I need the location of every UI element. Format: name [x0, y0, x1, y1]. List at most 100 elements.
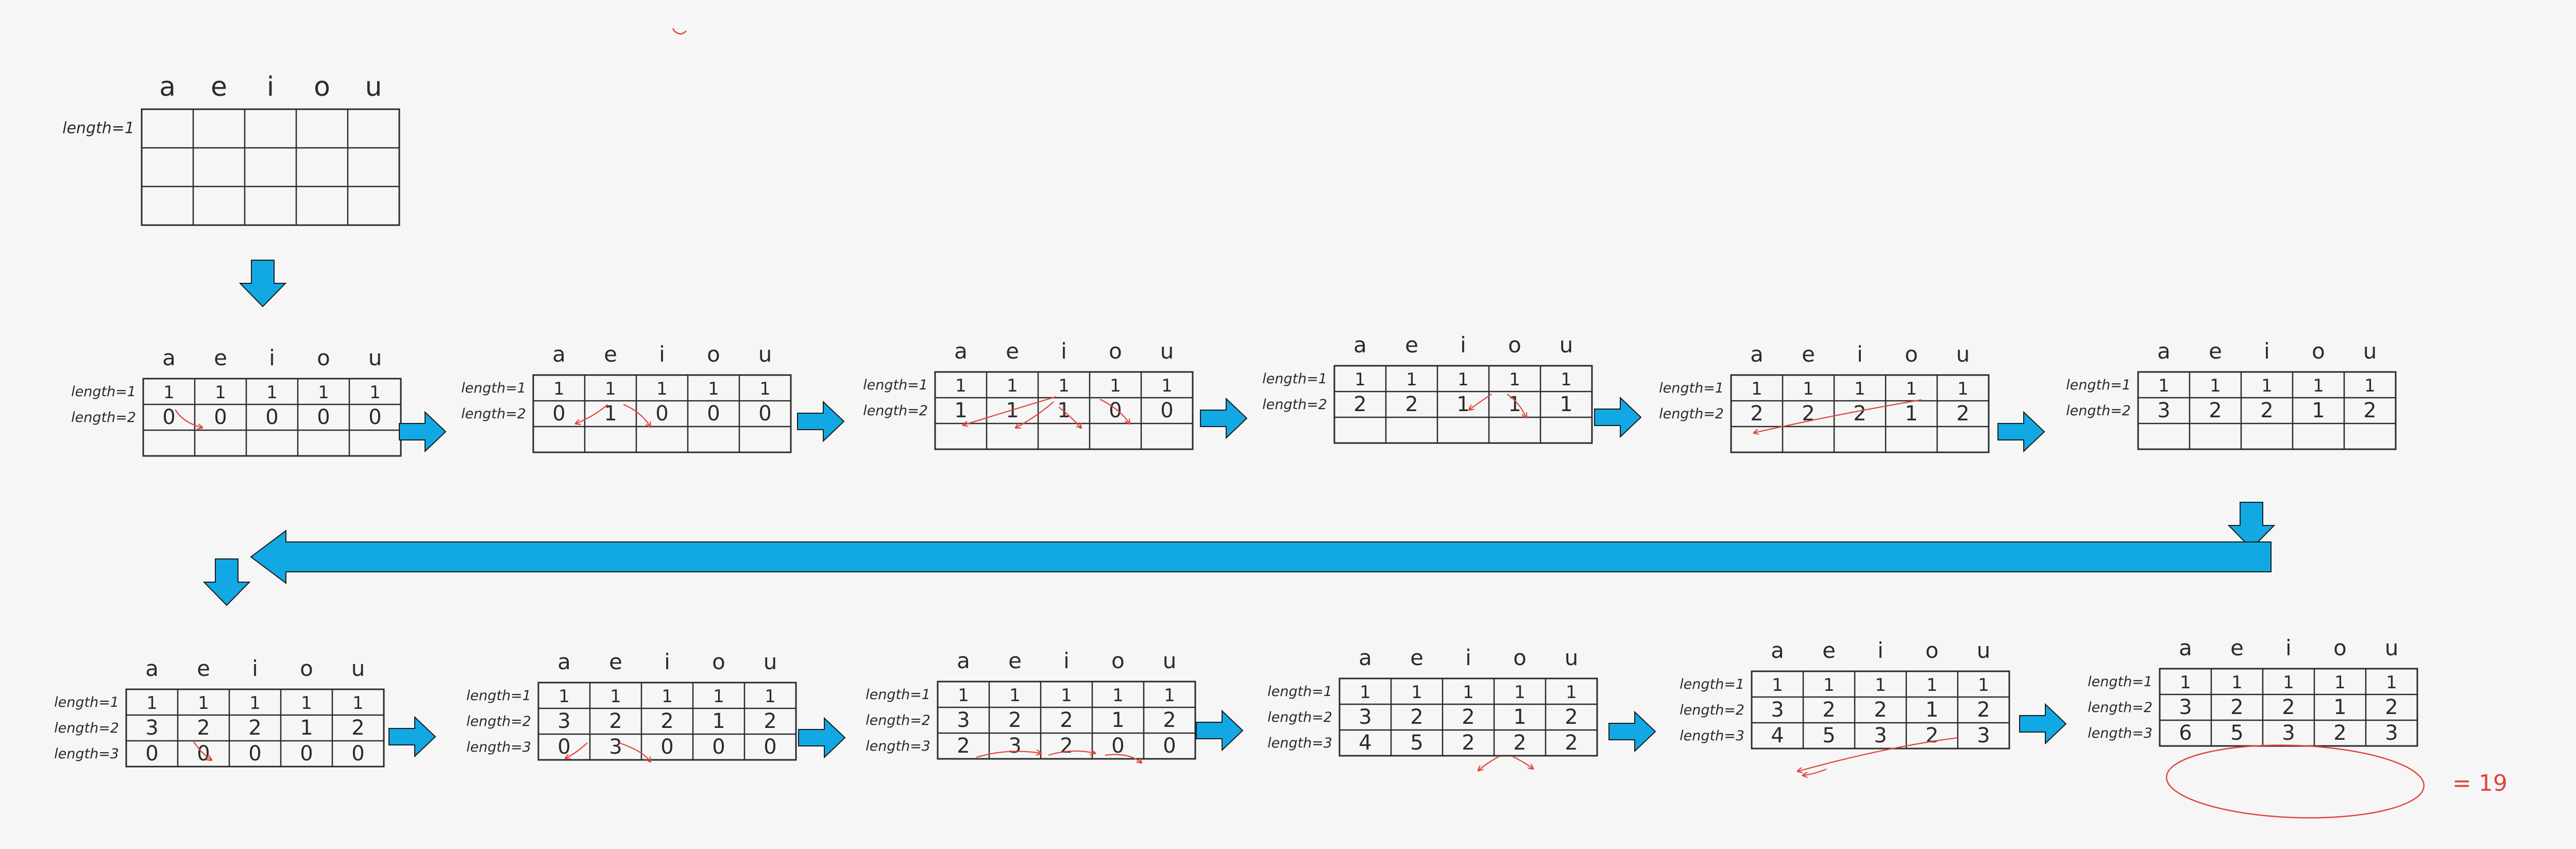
- column-header: i: [269, 345, 275, 370]
- cell-value: 2: [2333, 721, 2346, 745]
- red-dependency-arrow: [623, 403, 650, 427]
- cell-value: 3: [2157, 399, 2170, 422]
- flow-arrow-down: [239, 260, 287, 308]
- cell-value: 1: [318, 382, 329, 403]
- row-label: length=2: [863, 403, 928, 419]
- row-label: length=1: [461, 380, 526, 396]
- column-header: a: [557, 649, 571, 674]
- column-header: u: [1956, 342, 1970, 367]
- row-label: length=2: [1680, 702, 1744, 718]
- cell-value: 0: [758, 402, 771, 426]
- column-header: u: [368, 345, 382, 370]
- cell-value: 1: [1006, 399, 1019, 422]
- row-label: length=3: [54, 746, 119, 762]
- cell-value: 1: [1925, 698, 1938, 722]
- column-header: e: [1822, 638, 1836, 663]
- column-header: a: [162, 345, 176, 370]
- cell-value: 1: [1823, 675, 1835, 695]
- column-header: a: [145, 656, 159, 681]
- column-header: o: [314, 72, 330, 103]
- cell-value: 1: [2334, 672, 2346, 693]
- cell-value: 0: [1111, 734, 1124, 758]
- cell-value: 1: [1875, 675, 1886, 695]
- cell-value: 1: [955, 376, 967, 396]
- red-dependency-arrow: [1105, 754, 1141, 762]
- cell-value: 2: [1513, 731, 1526, 755]
- cell-value: 2: [1853, 402, 1866, 426]
- cell-value: 1: [2364, 376, 2376, 396]
- column-header: a: [1353, 332, 1367, 358]
- cell-value: 1: [1161, 376, 1173, 396]
- cell-value: 1: [712, 709, 725, 733]
- cell-value: 1: [1906, 379, 1917, 399]
- red-dependency-arrow: [1754, 399, 1922, 433]
- column-header: i: [1061, 338, 1067, 364]
- column-header: o: [1905, 342, 1918, 367]
- cell-value: 1: [2313, 376, 2324, 396]
- cell-value: 1: [1111, 708, 1124, 732]
- cell-value: 2: [2209, 399, 2222, 422]
- cell-value: 0: [707, 402, 720, 426]
- cell-value: 1: [2180, 672, 2191, 693]
- table-border: [532, 374, 792, 453]
- column-header: a: [1750, 342, 1764, 367]
- cell-value: 1: [605, 379, 616, 399]
- cell-value: 1: [266, 382, 278, 403]
- row-label: length=1: [466, 688, 531, 704]
- column-header: i: [1877, 638, 1884, 663]
- table-border: [2137, 371, 2397, 450]
- red-dependency-arrow: [963, 396, 1057, 425]
- row-label: length=1: [866, 687, 930, 703]
- cell-value: 2: [1874, 698, 1887, 722]
- row-label: length=2: [866, 712, 930, 728]
- cell-value: 1: [1957, 379, 1969, 399]
- cell-value: 1: [2158, 376, 2170, 396]
- cell-value: 0: [1163, 734, 1176, 758]
- cell-value: 5: [1822, 724, 1835, 748]
- cell-value: 2: [1925, 724, 1938, 748]
- row-label: length=1: [1267, 684, 1332, 700]
- cell-value: 1: [1110, 376, 1121, 396]
- table-border: [934, 371, 1194, 450]
- flow-arrow-right: [1196, 709, 1244, 752]
- cell-value: 1: [1560, 393, 1572, 416]
- cell-value: 0: [351, 742, 364, 766]
- table-border: [537, 682, 797, 761]
- cell-value: 2: [197, 716, 210, 740]
- cell-value: 5: [2230, 721, 2243, 745]
- column-header: o: [712, 649, 725, 674]
- column-header: a: [2179, 635, 2192, 660]
- column-header: o: [1513, 645, 1527, 670]
- cell-value: 0: [368, 405, 381, 429]
- cell-value: 2: [1462, 731, 1475, 755]
- cell-value: 0: [317, 405, 330, 429]
- column-header: a: [1359, 645, 1372, 670]
- cell-value: 1: [198, 693, 209, 714]
- cell-value: 1: [1456, 393, 1469, 416]
- column-header: i: [659, 342, 665, 367]
- cell-value: 1: [2386, 672, 2397, 693]
- row-label: length=2: [1262, 397, 1327, 413]
- column-header: u: [758, 342, 772, 367]
- cell-value: 1: [249, 693, 261, 714]
- cell-value: 1: [2210, 376, 2221, 396]
- cell-value: 2: [1822, 698, 1835, 722]
- cell-value: 0: [214, 405, 227, 429]
- cell-value: 1: [301, 693, 312, 714]
- cell-value: 1: [1458, 369, 1469, 390]
- red-dependency-arrow: [1099, 399, 1129, 423]
- cell-value: 1: [215, 382, 226, 403]
- cell-value: 1: [1514, 682, 1526, 703]
- row-label: length=3: [1680, 728, 1744, 744]
- cell-value: 2: [1462, 705, 1475, 729]
- row-label: length=2: [466, 714, 531, 729]
- column-header: o: [317, 345, 330, 370]
- cell-value: 1: [1406, 369, 1417, 390]
- cell-value: 1: [1561, 369, 1572, 390]
- cell-value: 2: [1565, 705, 1578, 729]
